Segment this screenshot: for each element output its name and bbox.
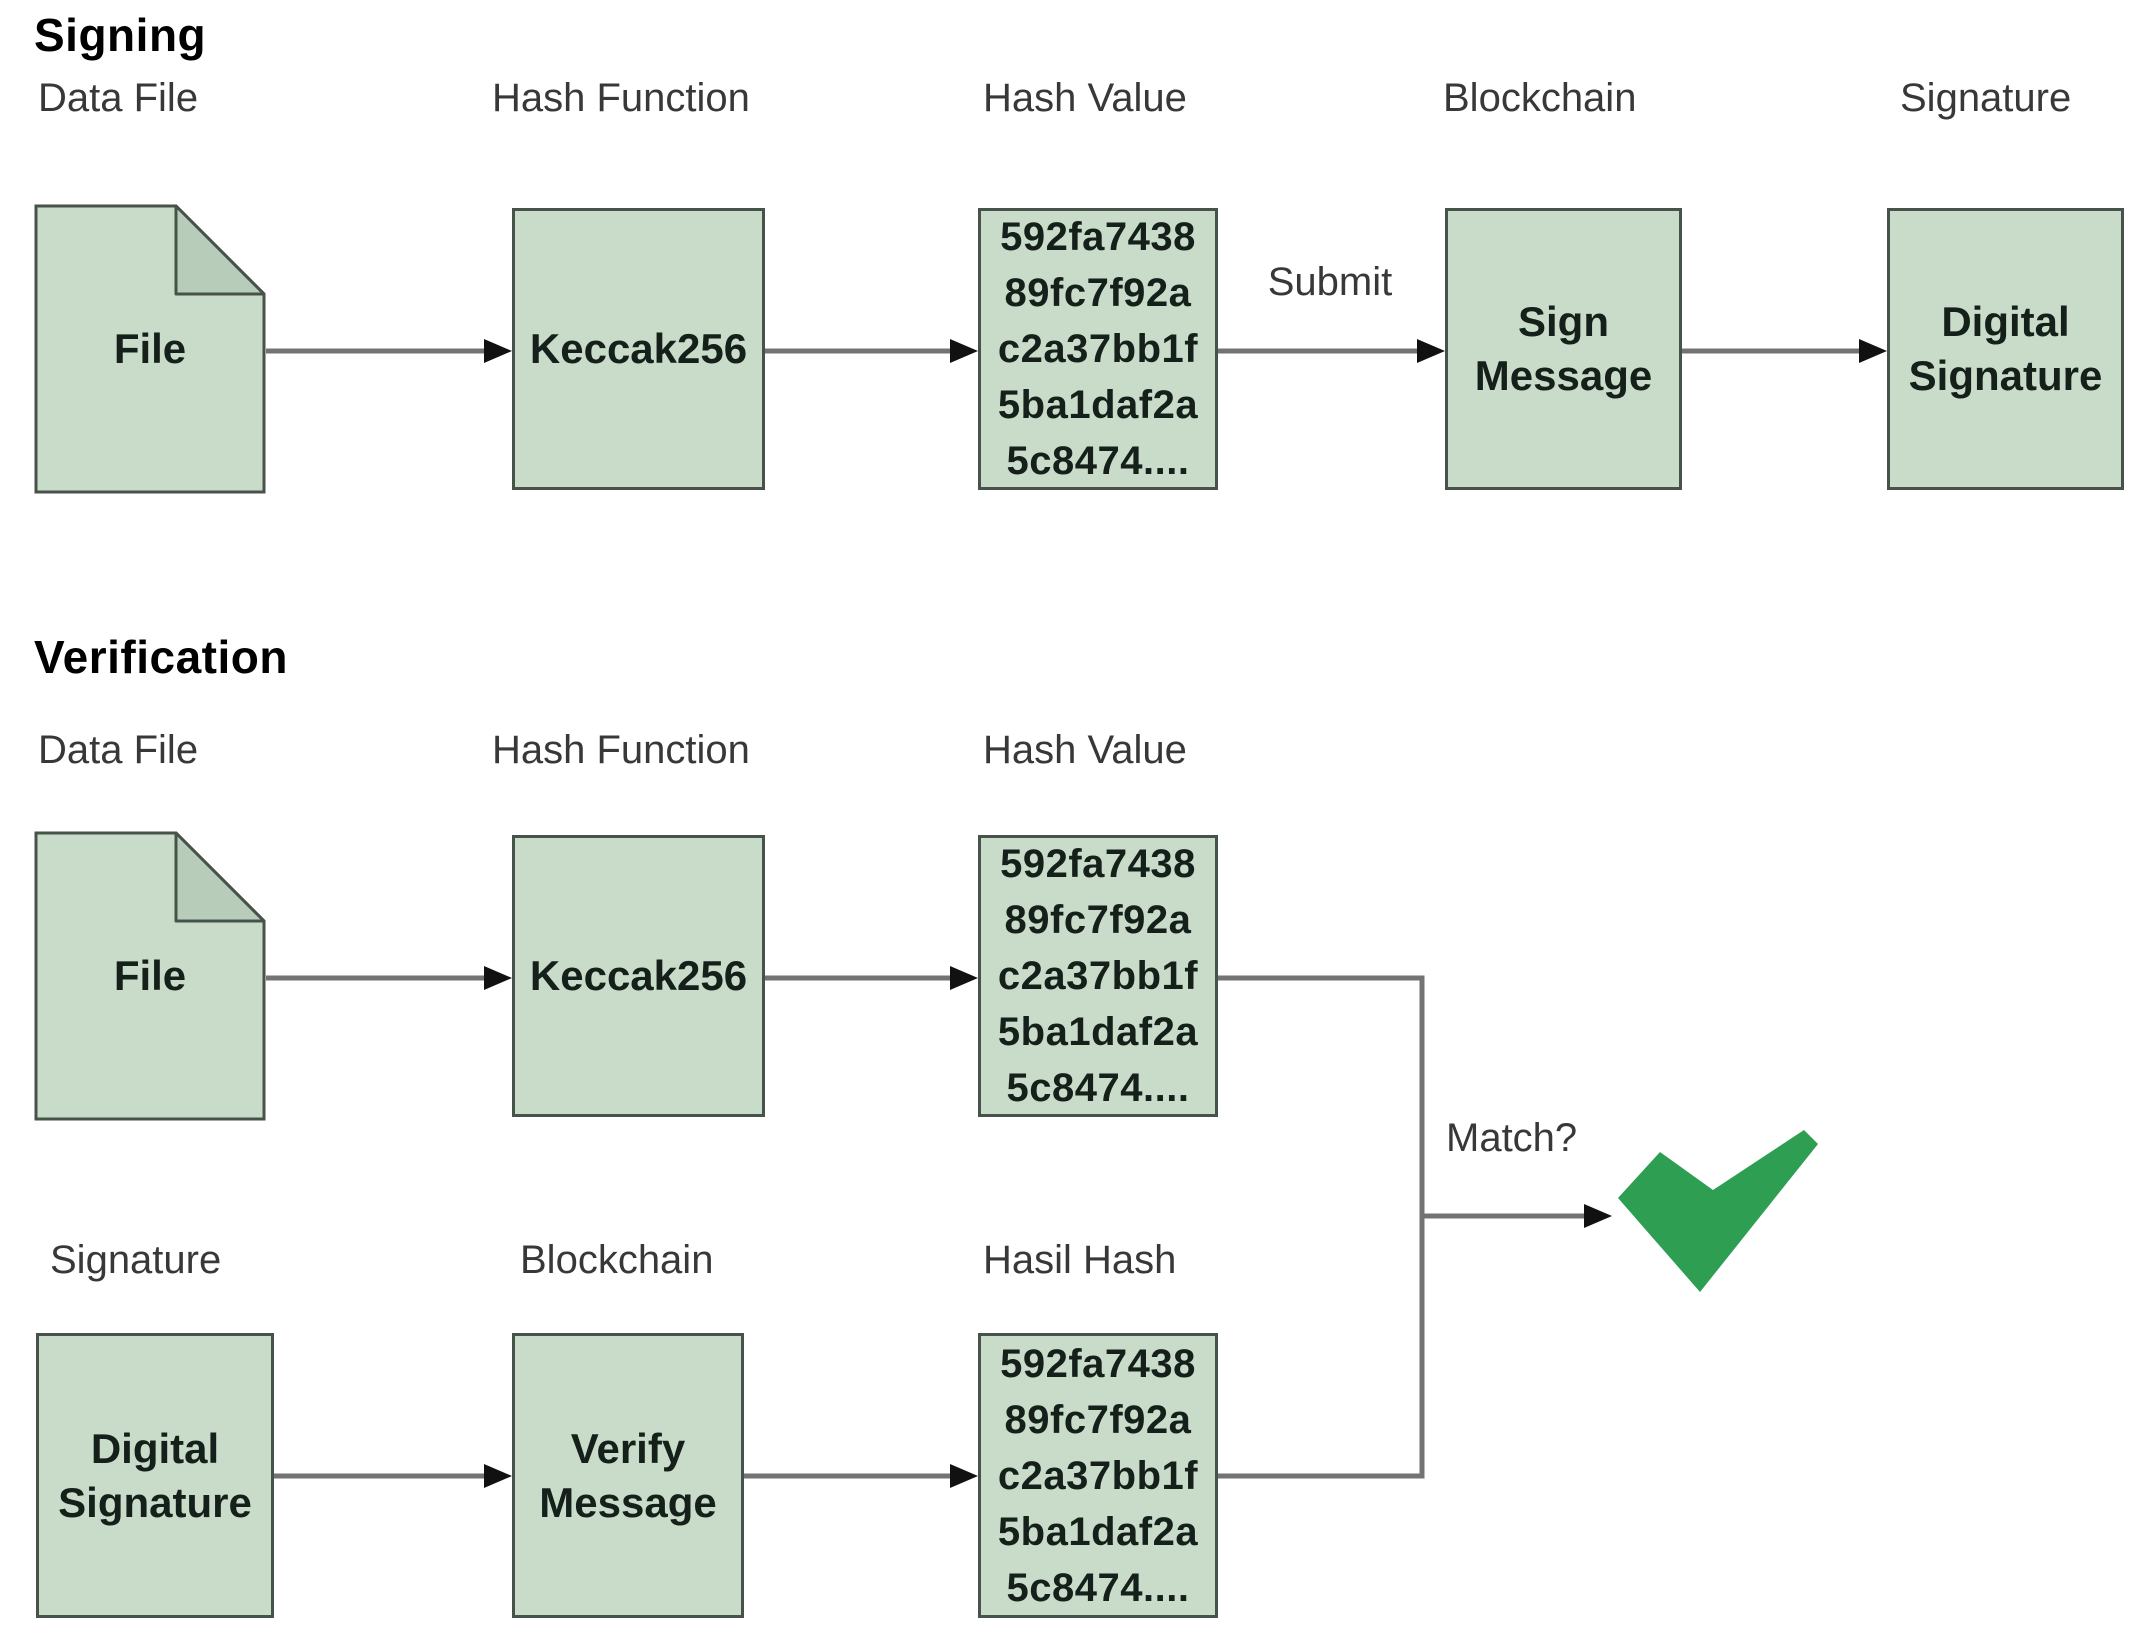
digital-signature-node: Digital Signature [1887, 208, 2124, 490]
sign-message-node: Sign Message [1445, 208, 1682, 490]
checkmark-icon [1618, 1130, 1818, 1292]
hash-function-node: Keccak256 [512, 208, 765, 490]
label-hash-value: Hash Value [983, 76, 1187, 120]
arrow-blockchain-to-signature [1682, 339, 1887, 363]
verify-message-node: Verify Message [512, 1333, 744, 1618]
hash-function-node: Keccak256 [512, 835, 765, 1117]
verification-section-title: Verification [34, 631, 288, 683]
arrow-submit-to-blockchain [1218, 339, 1445, 363]
submit-arrow-label: Submit [1267, 260, 1393, 304]
label-signature: Signature [1900, 76, 2072, 120]
hash-value-node: 592fa7438 89fc7f92a c2a37bb1f 5ba1daf2a … [978, 835, 1218, 1117]
hash-result-node: 592fa7438 89fc7f92a c2a37bb1f 5ba1daf2a … [978, 1333, 1218, 1618]
arrow-signature-to-verify [274, 1464, 512, 1488]
arrow-file-to-hashfunction [266, 339, 512, 363]
label-blockchain: Blockchain [520, 1238, 714, 1282]
label-hasil-hash: Hasil Hash [983, 1238, 1177, 1282]
label-hash-function: Hash Function [492, 728, 750, 772]
comparison-connector [1218, 975, 1425, 1479]
label-blockchain: Blockchain [1443, 76, 1637, 120]
arrow-verify-to-hashresult [744, 1464, 978, 1488]
label-hash-value: Hash Value [983, 728, 1187, 772]
file-shape-icon [34, 204, 266, 494]
arrow-hashfunction-to-hashvalue [765, 966, 978, 990]
label-hash-function: Hash Function [492, 76, 750, 120]
label-data-file: Data File [38, 728, 199, 772]
arrow-hashfunction-to-hashvalue [765, 339, 978, 363]
hash-value-node: 592fa7438 89fc7f92a c2a37bb1f 5ba1daf2a … [978, 208, 1218, 490]
match-arrow-label: Match? [1446, 1116, 1578, 1160]
arrow-file-to-hashfunction [266, 966, 512, 990]
digital-signature-node: Digital Signature [36, 1333, 274, 1618]
arrow-match-to-check [1422, 1204, 1612, 1228]
label-data-file: Data File [38, 76, 199, 120]
file-shape-icon [34, 831, 266, 1121]
label-signature: Signature [50, 1238, 222, 1282]
signing-section-title: Signing [34, 9, 207, 61]
